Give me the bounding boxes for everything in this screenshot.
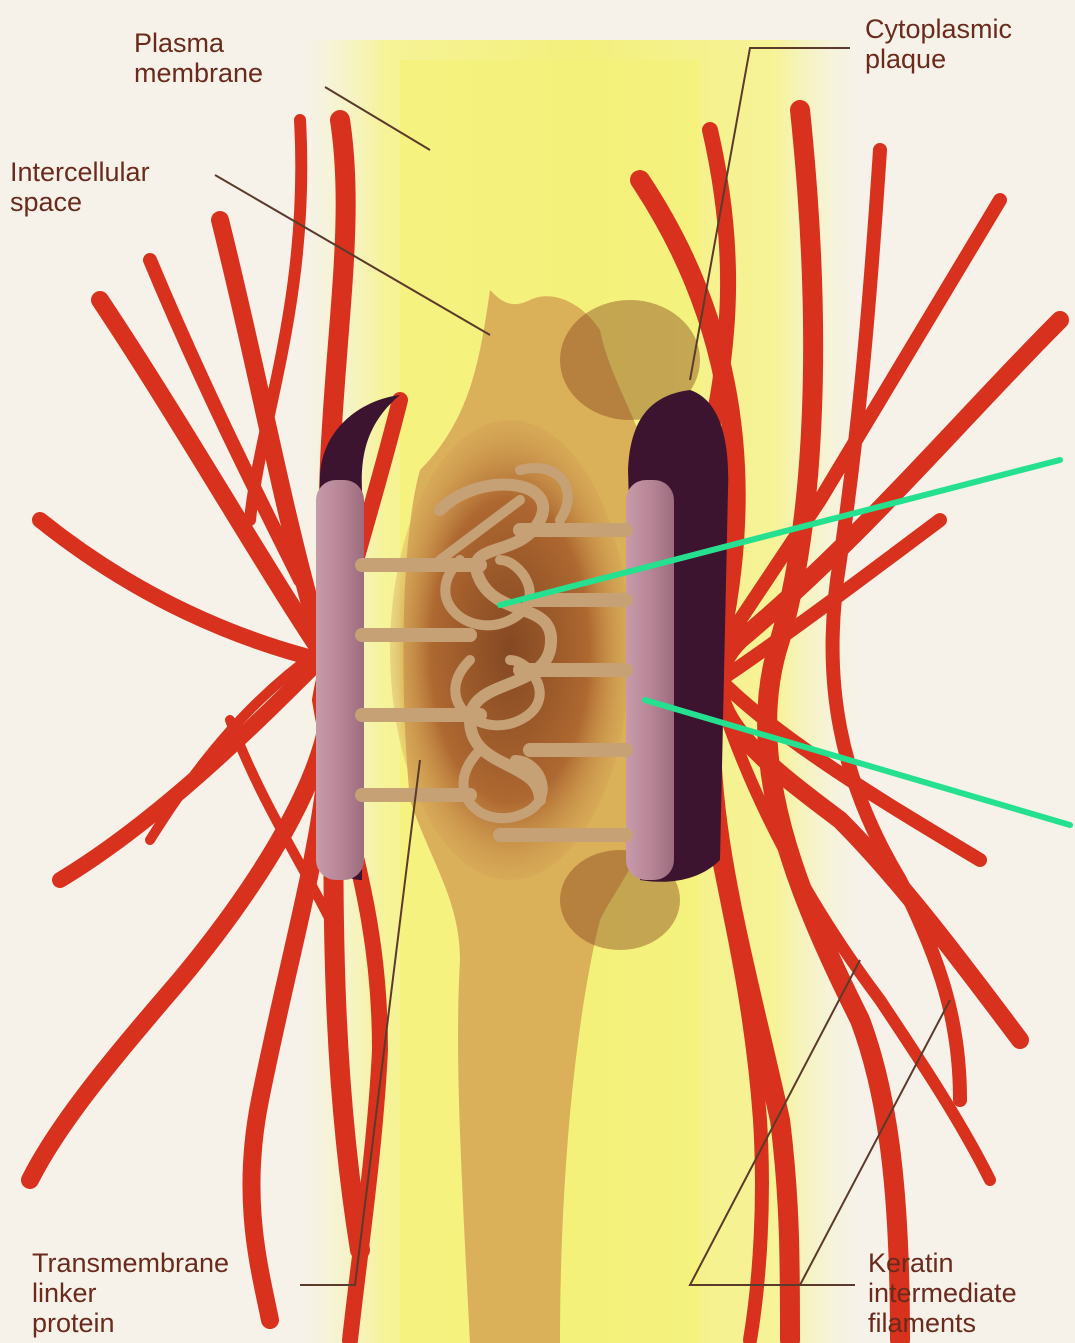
plaque-right (626, 390, 728, 882)
label-transmembrane-linker-protein: Transmembrane linker protein (32, 1248, 229, 1338)
label-keratin-intermediate-filaments: Keratin intermediate filaments (868, 1248, 1017, 1338)
label-cytoplasmic-plaque: Cytoplasmic plaque (865, 14, 1012, 74)
label-intercellular-space: Intercellular space (10, 157, 150, 217)
label-plasma-membrane: Plasma membrane (134, 28, 263, 88)
